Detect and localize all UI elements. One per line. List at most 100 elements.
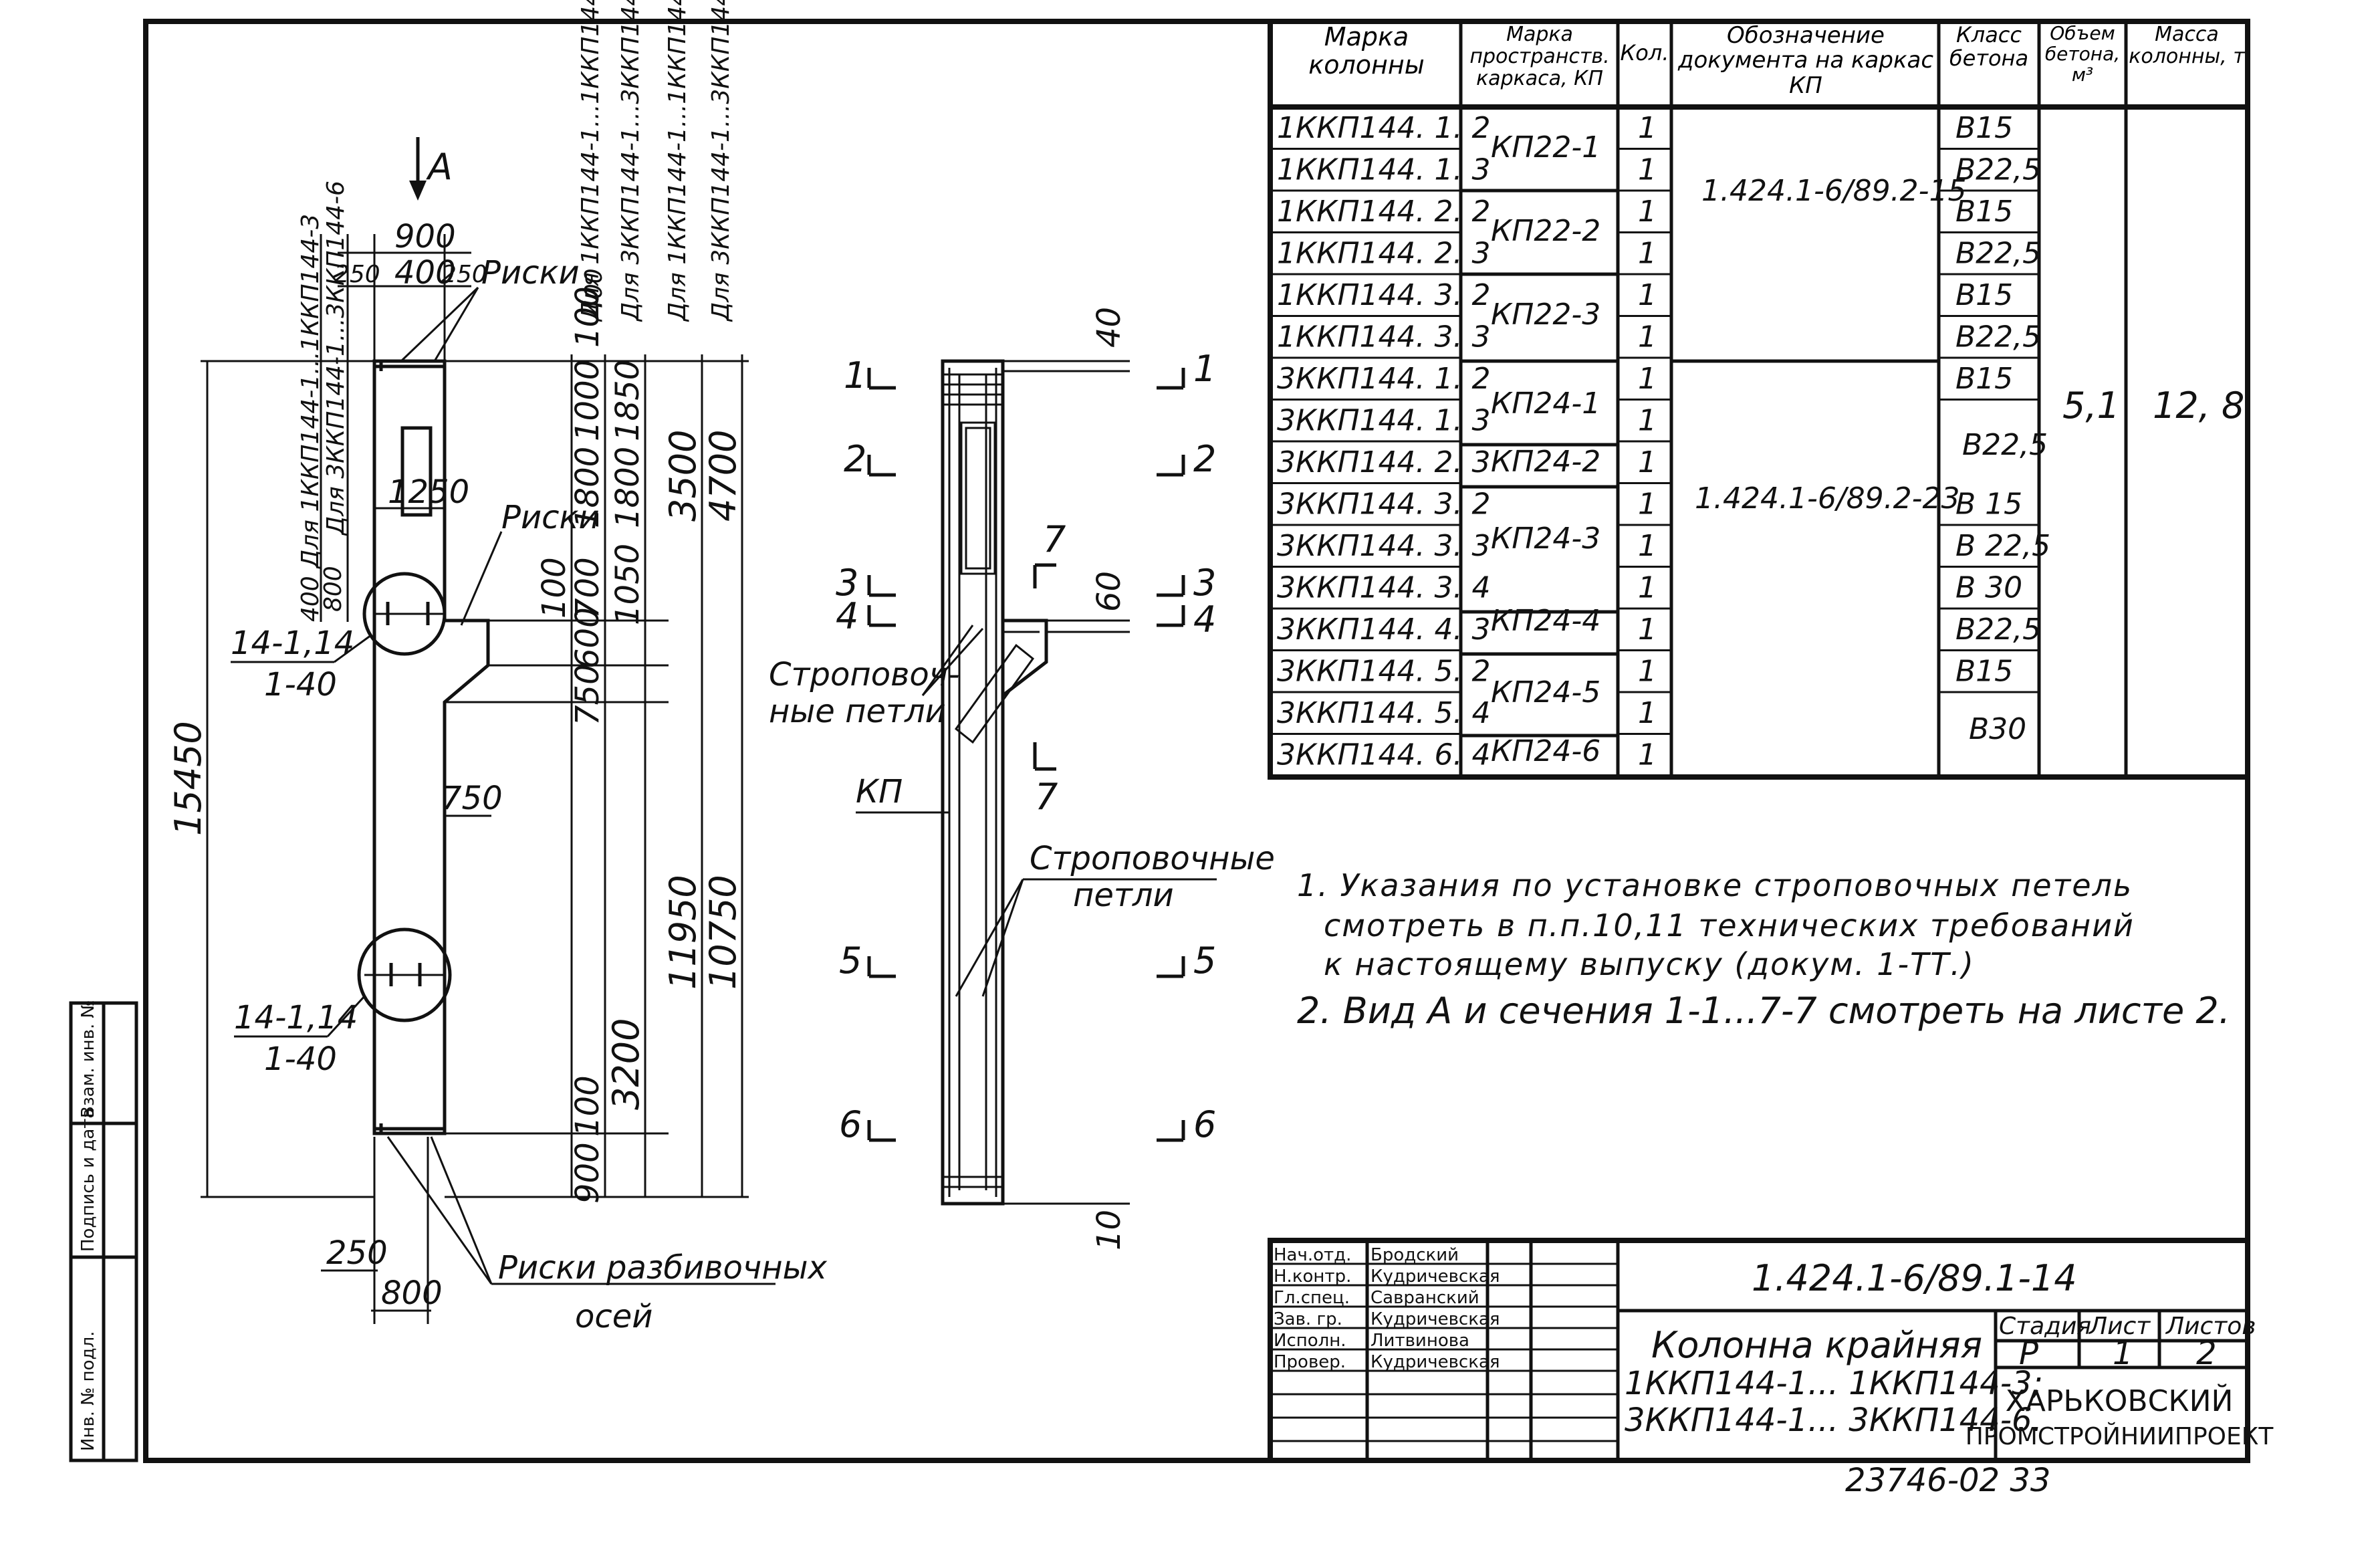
table-row: 1ККП144. 2. 2 1 В15 bbox=[1270, 195, 2039, 233]
cell-kol: 1 bbox=[1638, 487, 1657, 522]
cell-klass: В 22,5 bbox=[1955, 529, 2050, 563]
dim-10: 10 bbox=[1090, 1210, 1128, 1250]
hdr-marka-kp: Марка пространств. каркаса, КП bbox=[1469, 23, 1610, 90]
kp-group-1: КП22-1 bbox=[1491, 130, 1600, 164]
dim-1250: 1250 bbox=[388, 473, 469, 511]
dim-1050: 1050 bbox=[609, 544, 646, 625]
section-1-right: 1 bbox=[1193, 348, 1216, 390]
notes: 1. Указания по установке строповочных пе… bbox=[1297, 867, 2230, 1032]
note-1b: смотреть в п.п.10,11 технических требова… bbox=[1324, 907, 2135, 944]
kp-group-6: КП24-3 bbox=[1491, 522, 1600, 556]
kp-group-5: КП24-2 bbox=[1491, 445, 1600, 479]
tb-role: Гл.спец. bbox=[1274, 1288, 1350, 1308]
view-arrowhead bbox=[409, 181, 427, 201]
riski-razb-label-1: Риски разбивочных bbox=[498, 1249, 827, 1287]
sheet-label: Лист bbox=[2088, 1313, 2151, 1340]
dim-600: 600 bbox=[569, 607, 606, 669]
column-section-view: 1 1 2 2 3 3 4 4 5 5 6 6 7 7 bbox=[769, 307, 1275, 1250]
cell-marka: 3ККП144. 3. 3 bbox=[1277, 529, 1490, 563]
cell-klass: В15 bbox=[1955, 111, 2013, 145]
cell-klass: В15 bbox=[1955, 278, 2013, 312]
cell-kol: 1 bbox=[1638, 738, 1657, 772]
cell-klass: В22,5 bbox=[1955, 613, 2041, 647]
org-line-2: ПРОМСТРОЙНИИПРОЕКТ bbox=[1966, 1422, 2274, 1450]
cell-kol: 1 bbox=[1638, 111, 1657, 145]
cell-marka: 3ККП144. 5. 4 bbox=[1277, 696, 1490, 730]
dim-250-left: 250 bbox=[334, 261, 380, 288]
cell-klass: В15 bbox=[1955, 195, 2013, 229]
dim-40: 40 bbox=[1090, 307, 1128, 348]
cell-marka: 3ККП144. 4. 3 bbox=[1277, 613, 1490, 647]
klass-merged-1: В22,5 bbox=[1962, 428, 2048, 462]
ref2-top: 14-1,14 bbox=[234, 999, 358, 1036]
hdr-marka: Марка колонны bbox=[1308, 23, 1425, 80]
sheet-value: 1 bbox=[2113, 1335, 2133, 1372]
section-3-right: 3 bbox=[1193, 562, 1216, 604]
variant-label-r4: Для 3ККП144-1...3ККП144-6 bbox=[707, 0, 735, 322]
kp-label: КП bbox=[856, 773, 903, 810]
ref1-top: 14-1,14 bbox=[231, 625, 354, 662]
cell-klass: В 30 bbox=[1955, 571, 2022, 605]
tb-role: Зав. гр. bbox=[1274, 1309, 1342, 1329]
section-markers: 1 1 2 2 3 3 4 4 5 5 6 6 7 7 bbox=[836, 348, 1216, 1145]
variant-label-r2: Для 3ККП144-1...3ККП144-6 bbox=[617, 0, 644, 322]
title-line-2: 1ККП144-1... 1ККП144-3; bbox=[1625, 1365, 2043, 1402]
cell-marka: 1ККП144. 3. 2 bbox=[1277, 278, 1490, 312]
vertical-dim-chains: 100 1000 1800 700 100 600 750 1850 1800 … bbox=[445, 0, 749, 1204]
dim-100a: 100 bbox=[569, 286, 606, 348]
volume-value: 5,1 bbox=[2062, 384, 2120, 427]
section-4-right: 4 bbox=[1193, 598, 1216, 641]
cell-marka: 3ККП144. 5. 2 bbox=[1277, 655, 1490, 689]
lifting-loop-top bbox=[954, 643, 1035, 744]
cell-kol: 1 bbox=[1638, 655, 1657, 689]
tb-name: Кудричевская bbox=[1371, 1309, 1500, 1329]
table-row: 3ККП144. 3. 3 1 В 22,5 bbox=[1270, 529, 2050, 568]
note-1c: к настоящему выпуску (докум. 1-ТТ.) bbox=[1324, 946, 1975, 982]
section-6-right: 6 bbox=[1193, 1103, 1216, 1145]
section-3-left: 3 bbox=[836, 562, 858, 604]
cell-kol: 1 bbox=[1638, 195, 1657, 229]
cell-kol: 1 bbox=[1638, 320, 1657, 354]
note-1a: 1. Указания по установке строповочных пе… bbox=[1297, 867, 2133, 903]
dim-800-v: 800 bbox=[320, 566, 347, 612]
cell-kol: 1 bbox=[1638, 445, 1657, 479]
section-2-right: 2 bbox=[1193, 438, 1216, 480]
variant-label-left1: 400 Для 1ККП144-1...1ККП144-3 bbox=[297, 214, 324, 622]
stamp-sign: Подпись и дата bbox=[78, 1108, 98, 1252]
section-7-bottom: 7 bbox=[1035, 776, 1058, 818]
cell-kol: 1 bbox=[1638, 529, 1657, 563]
mass-value: 12, 8 bbox=[2153, 384, 2244, 427]
spec-table: Марка колонны Марка пространств. каркаса… bbox=[1268, 19, 2250, 780]
dim-1850: 1850 bbox=[609, 360, 646, 441]
dim-750-h: 750 bbox=[441, 780, 503, 817]
doc-code: 1.424.1-6/89.1-14 bbox=[1752, 1257, 2077, 1299]
cell-klass: В15 bbox=[1955, 362, 2013, 396]
title-block: Нач.отд.БродскийН.контр.КудричевскаяГл.с… bbox=[1268, 1238, 2274, 1463]
section-opening bbox=[965, 427, 991, 570]
sheets-value: 2 bbox=[2196, 1335, 2217, 1372]
dim-400-v: 400 bbox=[580, 268, 608, 314]
variant-label-r3: Для 1ККП144-1...1ККП144-3 bbox=[664, 0, 691, 322]
kp-group-9: КП24-6 bbox=[1491, 734, 1600, 768]
dim-250-right: 250 bbox=[441, 261, 487, 288]
view-marker-a: A bbox=[426, 146, 453, 188]
riski-mid-label: Риски bbox=[501, 499, 600, 536]
dim-1800a: 1800 bbox=[569, 447, 606, 528]
dim-10750: 10750 bbox=[702, 875, 744, 990]
stropov-label-1b: ные петли bbox=[769, 693, 946, 730]
section-1-left: 1 bbox=[844, 354, 866, 397]
cell-marka: 1ККП144. 2. 2 bbox=[1277, 195, 1490, 229]
variant-label-r1: Для 1ККП144-1...1ККП144-3 bbox=[577, 0, 604, 322]
title-line-3: 3ККП144-1... 3ККП144-6. bbox=[1625, 1402, 2042, 1439]
sheets-label: Листов bbox=[2165, 1313, 2256, 1340]
tb-role: Провер. bbox=[1274, 1352, 1346, 1372]
hdr-doc: Обозначение документа на каркас КП bbox=[1677, 23, 1934, 99]
